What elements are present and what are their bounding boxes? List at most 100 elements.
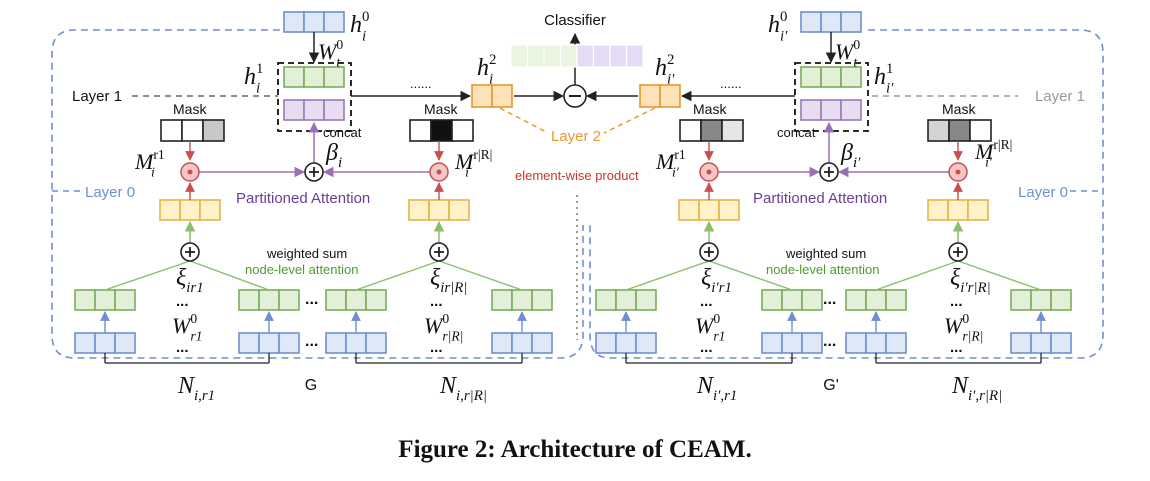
right-node-blue-1 xyxy=(761,332,823,354)
layer1-right-label: Layer 1 xyxy=(1035,88,1085,105)
left-attention-edge-3 xyxy=(438,260,523,291)
right-relation-rR-vector xyxy=(927,199,989,221)
layer0-right-label: Layer 0 xyxy=(1018,184,1068,201)
right-attention-edge-2 xyxy=(875,260,959,291)
right-mask-r1-label: Mask xyxy=(693,101,727,117)
node-ellipsis-1: ... xyxy=(305,333,318,350)
left-beta-symbol: βi xyxy=(325,140,342,171)
node-ellipsis-2: ... xyxy=(823,291,836,308)
layer2-label: Layer 2 xyxy=(551,128,601,145)
element-wise-product-label: element-wise product xyxy=(515,168,639,183)
classifier-vector xyxy=(510,44,644,68)
left-mask-rR xyxy=(409,119,474,142)
symbol-ellipsis-2: ... xyxy=(430,293,443,310)
left-sum-plus-r1 xyxy=(180,242,200,262)
left-h0-vector xyxy=(283,11,345,33)
left-concat-label: concat xyxy=(323,125,362,140)
right-node-green-3 xyxy=(1010,289,1072,311)
right-n-rR-symbol: Ni′,r|R| xyxy=(951,373,1002,404)
left-attention-edge-0 xyxy=(104,260,191,291)
left-partitioned-plus xyxy=(304,162,324,182)
symbol-ellipsis-0: ... xyxy=(176,293,189,310)
symbol-ellipsis-5: ... xyxy=(700,339,713,356)
left-partitioned-attention-label: Partitioned Attention xyxy=(236,190,370,207)
right-sum-plus-rR xyxy=(948,242,968,262)
left-node-blue-1 xyxy=(238,332,300,354)
right-attention-edge-0 xyxy=(625,260,710,291)
right-node-green-2 xyxy=(845,289,907,311)
left-node-blue-0 xyxy=(74,332,136,354)
right-layer-frame xyxy=(589,29,1104,359)
right-mask-rR xyxy=(927,119,992,142)
right-attention-edge-1 xyxy=(708,260,793,291)
right-m-rR-symbol: Mr|R|i′ xyxy=(974,137,1012,170)
right-node-blue-3 xyxy=(1010,332,1072,354)
right-concat-label: concat xyxy=(777,125,816,140)
left-node-level-attention-label: node-level attention xyxy=(245,262,358,277)
left-node-green-2 xyxy=(325,289,387,311)
right-n-r1-symbol: Ni′,r1 xyxy=(696,373,737,404)
symbol-ellipsis-7: ... xyxy=(950,339,963,356)
left-xi-r1-symbol: ξir1 xyxy=(176,265,204,296)
right-h0-vector xyxy=(800,11,862,33)
right-node-level-attention-label: node-level attention xyxy=(766,262,879,277)
left-layer-frame xyxy=(51,29,584,359)
right-weighted-sum-label: weighted sum xyxy=(785,246,866,261)
right-partitioned-attention-label: Partitioned Attention xyxy=(753,190,887,207)
right-h1-vector-green xyxy=(800,66,862,88)
right-mask-rR-label: Mask xyxy=(942,101,976,117)
right-partitioned-plus xyxy=(819,162,839,182)
right-xi-r1-symbol: ξi′r1 xyxy=(701,265,732,296)
left-mask-r1 xyxy=(160,119,225,142)
left-node-green-0 xyxy=(74,289,136,311)
right-layer1-dots: ...... xyxy=(720,76,742,91)
left-n-r1-symbol: Ni,r1 xyxy=(177,373,215,404)
left-xi-rR-symbol: ξir|R| xyxy=(430,265,467,296)
left-h2-vector xyxy=(471,84,513,108)
right-node-blue-2 xyxy=(845,332,907,354)
layer1-left-label: Layer 1 xyxy=(72,88,122,105)
left-graph-label: G xyxy=(305,377,317,394)
symbol-ellipsis-4: ... xyxy=(700,293,713,310)
right-graph-label: G' xyxy=(823,377,839,394)
left-mask-r1-label: Mask xyxy=(173,101,207,117)
left-h1-vector-green xyxy=(283,66,345,88)
right-beta-symbol: βi′ xyxy=(840,140,861,171)
layer0-left-label: Layer 0 xyxy=(85,184,135,201)
right-dot-r1 xyxy=(699,162,719,182)
left-node-blue-3 xyxy=(491,332,553,354)
right-node-blue-0 xyxy=(595,332,657,354)
left-relation-r1-vector xyxy=(159,199,221,221)
node-ellipsis-0: ... xyxy=(305,291,318,308)
left-attention-edge-2 xyxy=(355,260,440,291)
left-weighted-sum-label: weighted sum xyxy=(266,246,347,261)
left-h1-vector-purple xyxy=(283,99,345,121)
classifier-label: Classifier xyxy=(544,12,606,29)
figure-caption: Figure 2: Architecture of CEAM. xyxy=(398,436,752,463)
layer2-left-line xyxy=(499,107,549,134)
left-node-green-3 xyxy=(491,289,553,311)
left-mask-rR-label: Mask xyxy=(424,101,458,117)
left-m-rR-symbol: Mr|R|i xyxy=(454,147,492,180)
left-dot-rR xyxy=(429,162,449,182)
left-dot-r1 xyxy=(180,162,200,182)
right-dot-rR xyxy=(948,162,968,182)
right-h1-vector-purple xyxy=(800,99,862,121)
symbol-ellipsis-1: ... xyxy=(176,339,189,356)
symbol-ellipsis-6: ... xyxy=(950,293,963,310)
right-node-green-1 xyxy=(761,289,823,311)
left-n-rR-symbol: Ni,r|R| xyxy=(439,373,487,404)
